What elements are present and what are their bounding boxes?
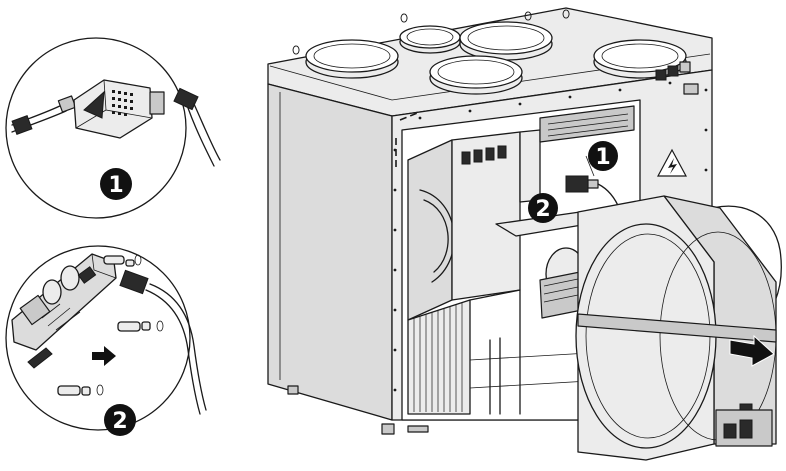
sensor-connector	[173, 87, 221, 167]
spacer-screws	[57, 254, 164, 396]
callout-badge-1: 1	[100, 168, 132, 200]
circuit-board	[11, 253, 117, 369]
svg-text:1: 1	[108, 173, 123, 198]
callout-badge-1-main: 1	[588, 141, 618, 171]
duct-collar-2	[399, 25, 461, 54]
board-connector	[119, 269, 207, 415]
high-voltage-warning-icon	[656, 148, 688, 177]
guide-lines	[395, 111, 421, 170]
svg-text:2: 2	[535, 197, 550, 222]
detail-circle-circuit-board: 2	[5, 245, 207, 436]
detail-circle-sensor: 1	[5, 37, 221, 219]
arrow-right-icon	[92, 346, 116, 366]
callout-badge-2-main: 2	[528, 193, 558, 223]
duct-collar-3	[459, 21, 553, 61]
internal-compartments	[407, 105, 641, 415]
cable-glands	[655, 61, 699, 95]
callout-badge-2: 2	[104, 404, 136, 436]
rotor-cassette	[575, 195, 782, 461]
svg-text:2: 2	[112, 409, 127, 434]
svg-text:1: 1	[595, 145, 610, 170]
humidity-sensor	[73, 79, 165, 139]
sensor-mount-location	[565, 155, 621, 211]
arrow-right-icon	[729, 334, 775, 367]
duct-collar-4	[429, 55, 523, 95]
duct-collar-1	[305, 39, 399, 79]
